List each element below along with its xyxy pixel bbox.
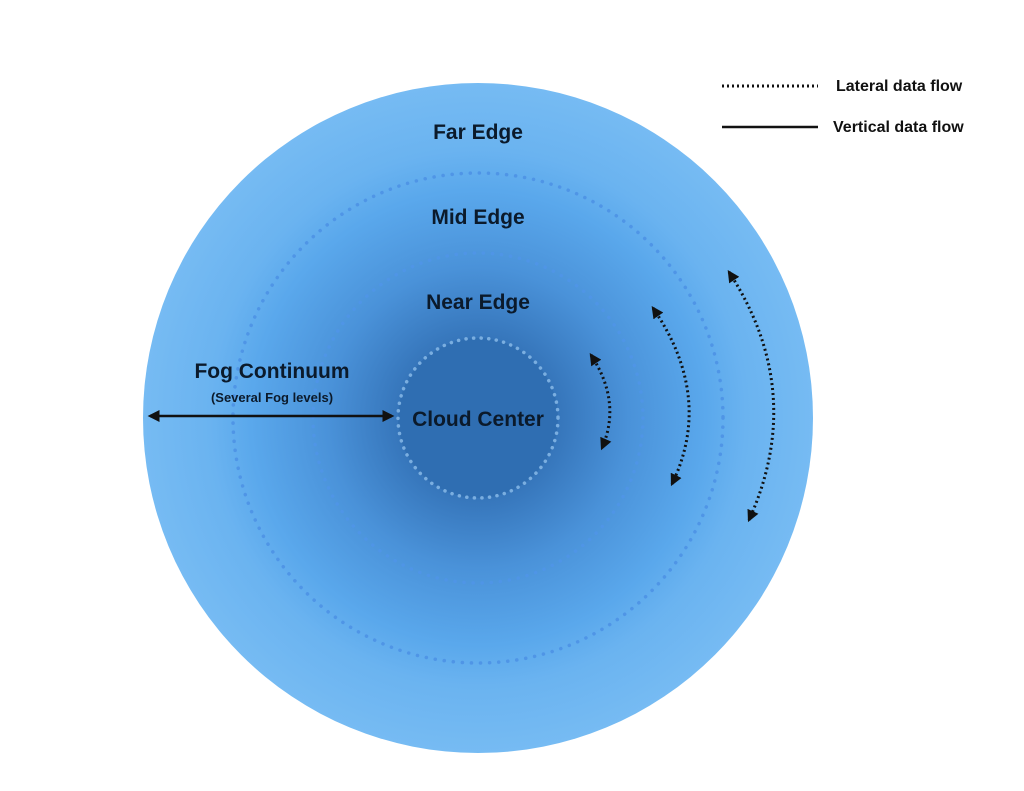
lateral-flow-arrow-far bbox=[727, 269, 776, 523]
near-edge-label: Near Edge bbox=[426, 291, 530, 314]
lateral-flow-legend-label: Lateral data flow bbox=[836, 78, 963, 95]
vertical-flow-legend-label: Vertical data flow bbox=[833, 119, 964, 136]
legend: Lateral data flow Vertical data flow bbox=[722, 78, 964, 136]
lateral-flow-arrow-mid bbox=[651, 306, 691, 487]
cloud-center-zone bbox=[396, 336, 560, 500]
mid-edge-ring bbox=[231, 171, 725, 665]
mid-edge-label: Mid Edge bbox=[431, 206, 524, 229]
fog-continuum-subtitle: (Several Fog levels) bbox=[211, 390, 333, 405]
far-edge-label: Far Edge bbox=[433, 121, 523, 144]
cloud-center-label: Cloud Center bbox=[412, 408, 544, 431]
fog-continuum-title: Fog Continuum bbox=[194, 360, 349, 383]
lateral-flow-arrow-near bbox=[589, 352, 612, 451]
